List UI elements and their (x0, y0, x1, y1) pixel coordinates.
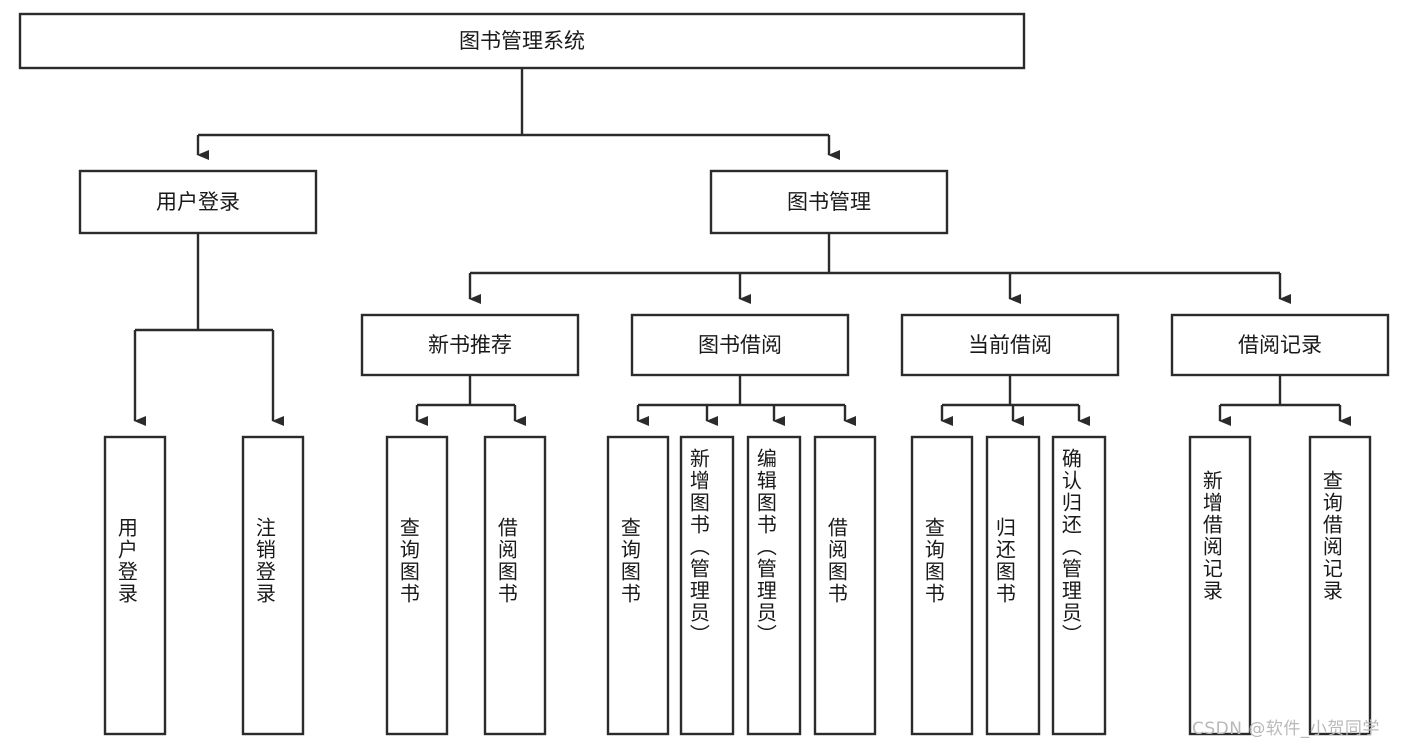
node-borrow-record-label: 借阅记录 (1238, 333, 1322, 357)
node-root-label: 图书管理系统 (459, 29, 585, 53)
node-new-book-recommend[interactable]: 新书推荐 (360, 313, 580, 377)
node-book-borrow-label: 图书借阅 (698, 333, 782, 357)
leaf-box-user-login[interactable] (103, 435, 167, 736)
leaf-box-borrow-book[interactable] (813, 435, 877, 736)
node-user-login[interactable]: 用户登录 (78, 169, 318, 235)
leaf-box-query-borrow-record[interactable] (1308, 435, 1372, 736)
leaf-box-query-book-current[interactable] (910, 435, 974, 736)
node-book-borrow[interactable]: 图书借阅 (630, 313, 850, 377)
leaf-box-confirm-return-admin[interactable] (1051, 435, 1107, 736)
node-book-management-label: 图书管理 (787, 190, 871, 214)
leaf-box-add-borrow-record[interactable] (1188, 435, 1252, 736)
node-new-book-recommend-box[interactable] (360, 313, 580, 377)
node-root-box[interactable] (18, 12, 1026, 70)
leaf-box-layer (103, 435, 1372, 736)
csdn-watermark: CSDN @软件_小贺同学 (1192, 719, 1380, 739)
node-user-login-label: 用户登录 (156, 190, 240, 214)
node-user-login-box[interactable] (78, 169, 318, 235)
node-current-borrow[interactable]: 当前借阅 (900, 313, 1120, 377)
leaf-box-return-book[interactable] (985, 435, 1041, 736)
node-new-book-recommend-label: 新书推荐 (428, 333, 512, 357)
leaf-box-borrow-book-new[interactable] (483, 435, 547, 736)
leaf-box-add-book-admin[interactable] (679, 435, 735, 736)
node-current-borrow-box[interactable] (900, 313, 1120, 377)
leaf-box-logout[interactable] (241, 435, 305, 736)
node-book-management[interactable]: 图书管理 (709, 169, 949, 235)
connector-layer (133, 68, 1351, 426)
leaf-box-query-book-new[interactable] (385, 435, 449, 736)
node-book-borrow-box[interactable] (630, 313, 850, 377)
node-borrow-record[interactable]: 借阅记录 (1170, 313, 1390, 377)
node-borrow-record-box[interactable] (1170, 313, 1390, 377)
leaf-box-query-book-borrow[interactable] (606, 435, 670, 736)
node-root-system[interactable]: 图书管理系统 (18, 12, 1026, 70)
node-current-borrow-label: 当前借阅 (968, 333, 1052, 357)
leaf-box-edit-book-admin[interactable] (746, 435, 802, 736)
node-book-management-box[interactable] (709, 169, 949, 235)
